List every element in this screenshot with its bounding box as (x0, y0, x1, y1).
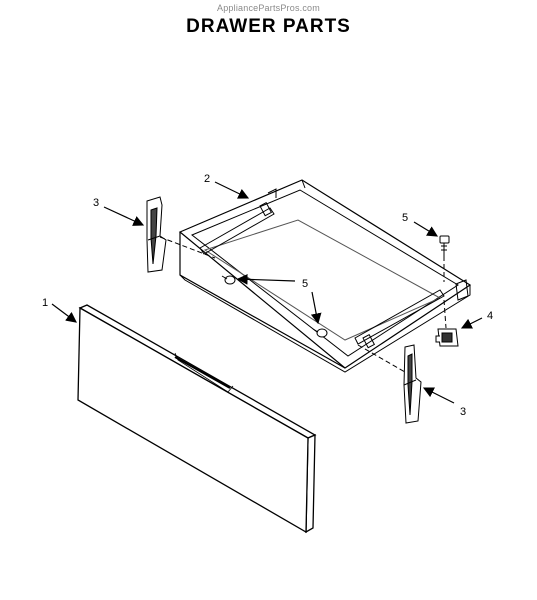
drawer-liner (178, 179, 472, 373)
clip (435, 328, 459, 347)
callout-slide-left: 3 (93, 197, 99, 209)
callout-screw-top-right: 5 (402, 212, 408, 224)
slide-right (403, 344, 422, 424)
callout-screw-center: 5 (302, 278, 308, 290)
watermark: AppliancePartsPros.com (217, 3, 320, 13)
callout-slide-right: 3 (460, 406, 466, 418)
leader-arrows (51, 181, 483, 404)
screw-center (312, 328, 328, 338)
slide-left (146, 196, 167, 273)
callout-front-panel: 1 (42, 297, 48, 309)
assembly-lines (159, 236, 447, 373)
screw-left (221, 275, 236, 285)
callout-clip: 4 (487, 310, 493, 322)
callout-drawer-liner: 2 (204, 173, 210, 185)
screw-top-right (439, 235, 450, 256)
page-title: DRAWER PARTS (186, 16, 351, 37)
front-panel (77, 304, 317, 534)
